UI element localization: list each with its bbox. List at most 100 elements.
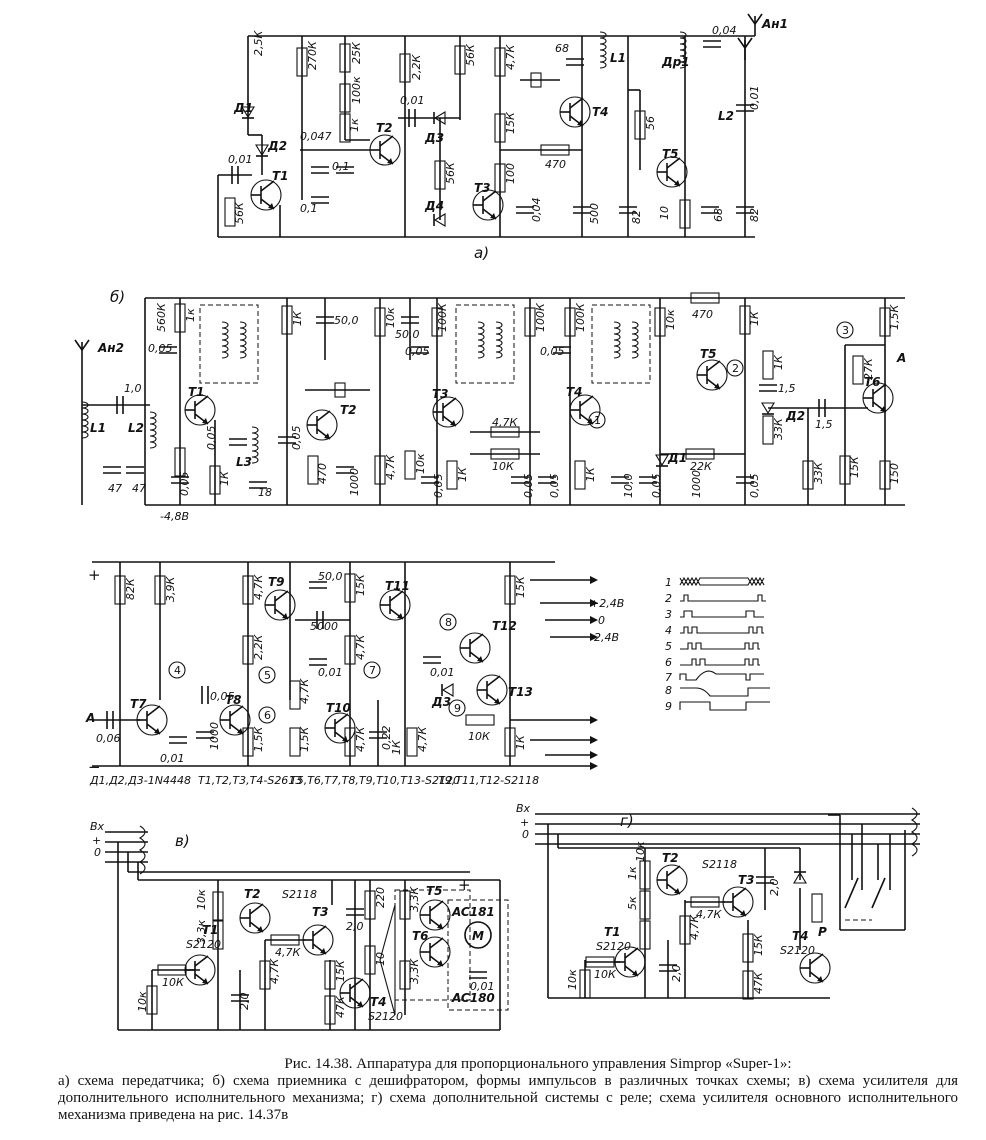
v-label-t2-type: S2118 (282, 888, 317, 901)
label-b-r-33k1: 33К (772, 417, 785, 440)
label-diagram-g: г) (620, 812, 634, 830)
label-dec-r-10k: 10К (468, 730, 491, 743)
label-b-c-1-5-2: 1,5 (815, 418, 833, 431)
v-label-t2: Т2 (244, 887, 261, 901)
v-r-10k1: 10к (195, 889, 208, 910)
label-b-r-1k2: 1К (291, 310, 304, 326)
v-in-label-plus: + (92, 834, 101, 847)
label-b-c-005-1: 0,05 (148, 342, 173, 355)
g-label-t4: Т4 (792, 929, 809, 943)
waveform-label-2: 2 (665, 592, 672, 605)
label-b-t1: Т1 (188, 385, 205, 399)
label-b-r-22k: 22К (690, 460, 713, 473)
label-a-r9: 15К (504, 111, 517, 134)
v-label-t4-type: S2120 (368, 1010, 403, 1023)
label-b-r-10k3: 10К (492, 460, 515, 473)
label-b-r-470b: 470 (316, 463, 329, 484)
g-r-4-7k1: 4,7К (696, 908, 722, 921)
caption-body: а) схема передатчика; б) схема приемника… (58, 1073, 958, 1123)
label-a-c13: 0,01 (748, 86, 761, 111)
label-dec-c-001c: 0,01 (430, 666, 455, 679)
waveform-8 (680, 687, 770, 697)
label-b-c-47-2: 47 (132, 482, 146, 495)
label-dec-t13: Т13 (508, 685, 533, 699)
marker-dec-8: 8 (445, 616, 452, 629)
g-in-label-bx: Вх (516, 802, 531, 815)
v-c-0-01: 0,01 (470, 980, 495, 993)
label-dec-t11: Т11 (385, 579, 410, 593)
label-dec-r-15k2: 15К (514, 575, 527, 598)
label-b-c-005-8: 0,05 (522, 474, 535, 499)
label-dec-t12: Т12 (492, 619, 517, 633)
label-dec-r-1-5k1: 1,5К (252, 726, 265, 752)
label-a-c1: 0,01 (228, 153, 253, 166)
figure-caption: Рис. 14.38. Аппаратура для пропорциональ… (58, 1056, 958, 1124)
label-b-c-50-2: 50,0 (395, 328, 420, 341)
label-a-r15: 56К (233, 201, 246, 224)
legend-t9-t12: Т9,Т11,Т12-S2118 (438, 774, 539, 787)
label-b-supply: -4,8В (160, 510, 189, 523)
v-label-motor: М (472, 929, 484, 943)
label-a-l1: L1 (610, 51, 626, 65)
marker-b-3: 3 (842, 324, 849, 337)
label-b-r-100k1: 100К (436, 302, 449, 332)
caption-title: Рис. 14.38. Аппаратура для пропорциональ… (284, 1056, 792, 1072)
label-a-r4: 100к (350, 76, 363, 104)
g-label-t1-type: S2120 (596, 940, 631, 953)
g-label-t2: Т2 (662, 851, 679, 865)
label-b-c-005-4: 0,05 (205, 426, 218, 451)
label-a-c3: 0,1 (332, 160, 350, 173)
marker-b-2: 2 (732, 362, 739, 375)
label-a-d2: Д2 (267, 139, 287, 153)
label-b-r-1k: 1к (184, 308, 197, 322)
label-dec-r-4-7k1: 4,7К (252, 574, 265, 600)
label-a-c7: 0,04 (712, 24, 737, 37)
marker-dec-7: 7 (369, 664, 376, 677)
label-dec-c-022: 0,22 (380, 726, 393, 751)
label-b-c-1-0: 1,0 (124, 382, 142, 395)
label-dec-c-005: 0,05 (210, 690, 235, 703)
label-b-d2: Д2 (785, 409, 805, 423)
label-b-c-005-7: 0,05 (432, 474, 445, 499)
v-label-ac181: AC181 (451, 905, 495, 919)
v-c-2-0b: 2,0 (346, 920, 364, 933)
v-label-t1: Т1 (202, 923, 219, 937)
waveform-1 (679, 576, 765, 587)
label-a-r5: 1к (348, 118, 361, 132)
g-c-2-0a: 2,0 (670, 965, 683, 983)
v-r-3-3k3: 3,3К (408, 958, 421, 984)
label-b-r-1k5: 1К (218, 470, 231, 486)
waveform-label-7: 7 (665, 671, 672, 684)
legend-diodes: Д1,Д2,Д3-1N4448 (89, 774, 191, 787)
waveform-3 (680, 610, 764, 618)
decoder-schematic: 82К 3,9К 4,7К 2,2К 4,7К 4,7К 1,5К 1,5К 1… (85, 561, 624, 787)
legend-t5-t13: Т5,Т6,Т7,Т8,Т9,Т10,Т13-S2120 (290, 774, 460, 787)
label-dec-r-4-7k5: 4,7К (416, 726, 429, 752)
label-a-r10: 470 (545, 158, 566, 171)
label-b-r-470: 470 (692, 308, 713, 321)
label-a-d3: Д3 (424, 131, 444, 145)
label-diagram-b: б) (110, 288, 125, 306)
waveform-label-4: 4 (665, 624, 672, 637)
label-b-c-005-9: 0,05 (548, 474, 561, 499)
label-b-r-560k: 560К (155, 302, 168, 332)
v-label-t5: Т5 (426, 884, 443, 898)
label-b-r-1k6: 1К (456, 466, 469, 482)
v-r-3-3k: 3,3к (195, 920, 208, 944)
label-dec-d3: Д3 (431, 695, 451, 709)
label-a-c6: 68 (555, 42, 569, 55)
label-b-t4: Т4 (566, 385, 583, 399)
label-b-c-18: 18 (258, 486, 272, 499)
label-b-l3: L3 (236, 455, 252, 469)
marker-dec-9: 9 (454, 702, 461, 715)
label-dec-r-1k1: 1К (514, 734, 527, 750)
g-r-47k: 47К (752, 971, 765, 994)
g-label-t3: Т3 (738, 873, 755, 887)
label-a-r3: 25К (350, 41, 363, 64)
marker-dec-5: 5 (264, 669, 271, 682)
label-a-r13: 10 (658, 206, 671, 220)
label-b-r-100k3: 100К (574, 302, 587, 332)
label-b-r-1k4: 1К (772, 354, 785, 370)
label-b-r-10k: 10к (384, 307, 397, 328)
label-a-c4: 0,1 (300, 202, 318, 215)
